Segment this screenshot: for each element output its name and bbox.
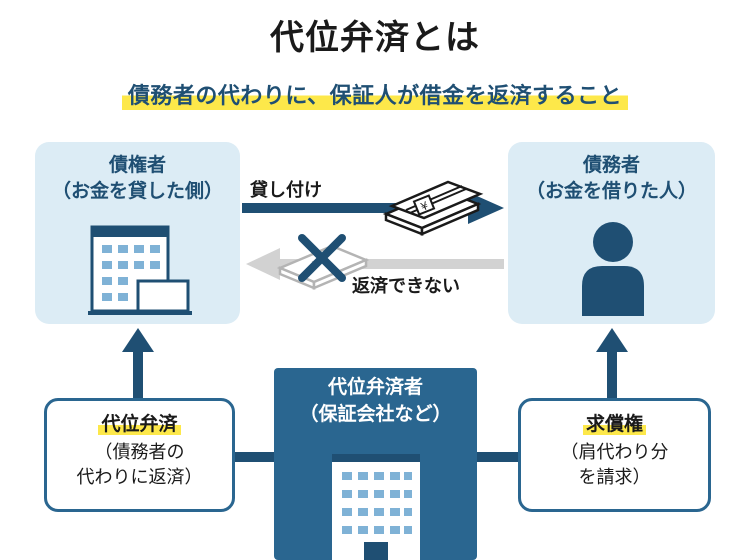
subrogation-line2: 代わりに返済） [76, 467, 203, 488]
subrogation-body: （債務者の 代わりに返済） [47, 440, 232, 490]
no-repay-label: 返済できない [352, 276, 460, 297]
money-stack-icon: ¥ [382, 180, 484, 236]
person-icon [582, 222, 644, 316]
recourse-line1: （肩代わり分 [560, 442, 669, 463]
svg-text:¥: ¥ [419, 199, 430, 214]
debtor-subtitle: （お金を借りた人） [525, 180, 697, 202]
debtor-card: 債務者 （お金を借りた人） [508, 142, 715, 324]
connector-right [477, 452, 519, 462]
recourse-head: 求償権 [521, 409, 708, 436]
subrogation-up-arrow [122, 328, 154, 400]
page-title: 代位弁済とは [270, 18, 480, 58]
recourse-body: （肩代わり分 を請求） [521, 440, 708, 490]
subrogation-head: 代位弁済 [47, 409, 232, 436]
recourse-up-arrow [596, 328, 628, 400]
subtitle-wrap: 債務者の代わりに、保証人が借金を返済すること [0, 78, 750, 110]
creditor-subtitle: （お金を貸した側） [51, 180, 223, 202]
debtor-label: 債務者 （お金を借りた人） [508, 152, 715, 204]
recourse-head-text: 求償権 [582, 413, 646, 435]
subtitle: 債務者の代わりに、保証人が借金を返済すること [121, 78, 629, 110]
repay-arrow [246, 248, 504, 280]
connector-left [232, 452, 274, 462]
guarantor-box: 代位弁済者 （保証会社など） [274, 368, 477, 560]
recourse-box: 求償権 （肩代わり分 を請求） [518, 398, 711, 512]
subrogation-head-text: 代位弁済 [98, 413, 181, 435]
cross-icon [298, 234, 346, 282]
office-building-icon [88, 225, 192, 315]
creditor-label: 債権者 （お金を貸した側） [35, 152, 240, 204]
creditor-card: 債権者 （お金を貸した側） [35, 142, 240, 324]
recourse-line2: を請求） [578, 467, 651, 488]
lend-arrow [242, 192, 504, 224]
guarantor-label: 代位弁済者 （保証会社など） [274, 374, 477, 428]
guarantor-building-icon [332, 454, 420, 560]
debtor-title: 債務者 [582, 154, 640, 176]
guarantor-title: 代位弁済者 [327, 376, 423, 398]
subrogation-box: 代位弁済 （債務者の 代わりに返済） [44, 398, 235, 512]
creditor-title: 債権者 [108, 154, 166, 176]
subrogation-line1: （債務者の [94, 442, 185, 463]
lend-label: 貸し付け [250, 180, 322, 201]
guarantor-subtitle: （保証会社など） [299, 403, 452, 425]
